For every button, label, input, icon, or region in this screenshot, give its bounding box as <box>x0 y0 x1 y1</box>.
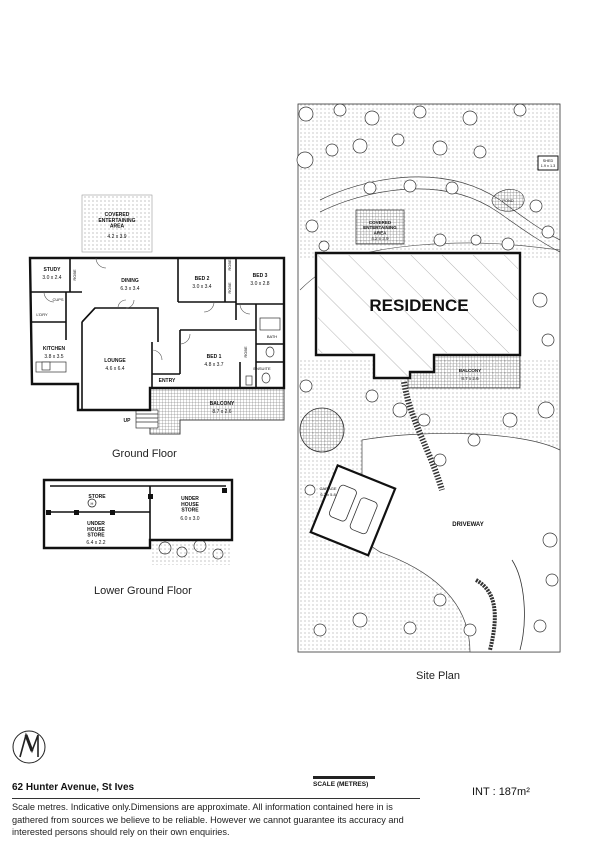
scale-label: SCALE (METRES) <box>313 781 369 788</box>
pond-label: POND <box>502 198 514 203</box>
site-covered-entertaining-area <box>355 209 405 245</box>
bed2-label: BED 2 <box>195 276 210 282</box>
site-balcony-label: BALCONY <box>459 368 481 373</box>
under-house-store-1-dim: 6.0 x 3.0 <box>180 516 199 522</box>
shed-dim: 1.9 x 1.3 <box>541 164 556 168</box>
property-address: 62 Hunter Avenue, St Ives <box>12 782 135 793</box>
dining-label: DINING <box>121 278 139 284</box>
balcony-dim: 8.7 x 2.6 <box>212 409 231 415</box>
stairs <box>135 409 159 429</box>
lower-ground-floor-caption: Lower Ground Floor <box>94 585 192 597</box>
garage-label: GARAGE <box>319 486 336 491</box>
lower-floor-outer-wall <box>42 478 234 550</box>
site-balcony-dim: 8.7 x 2.6 <box>461 376 479 381</box>
bed1-dim: 4.8 x 3.7 <box>204 362 223 368</box>
hot-water-label: H <box>91 501 94 506</box>
site-trees <box>296 103 559 637</box>
shed <box>537 155 559 171</box>
north-arrow-icon <box>12 730 46 764</box>
car-icon <box>329 484 357 522</box>
residence-label: RESIDENCE <box>369 296 468 315</box>
lower-floor-shrubs <box>158 539 224 560</box>
under-house-store-2-dim: 6.4 x 2.2 <box>86 540 105 546</box>
laundry-label: L'DRY <box>36 312 48 317</box>
entry-label: ENTRY <box>159 378 176 384</box>
kitchen-label: KITCHEN <box>43 346 66 352</box>
bed1-label: BED 1 <box>207 354 222 360</box>
ground-floor-outer-wall <box>28 256 286 412</box>
disclaimer-text: Scale metres. Indicative only.Dimensions… <box>12 802 404 837</box>
scale-bar <box>313 776 375 779</box>
ensuite-label: ENSUITE <box>253 366 271 371</box>
lounge-dim: 4.6 x 6.4 <box>105 366 124 372</box>
driveway-label: DRIVEWAY <box>452 522 483 528</box>
footer-divider <box>12 798 420 799</box>
lounge-label: LOUNGE <box>104 358 126 364</box>
robe-label-2: ROBE <box>227 259 232 271</box>
store-label: STORE <box>88 494 106 500</box>
cups-label: CUPS <box>52 297 63 302</box>
large-tree-icon <box>299 407 345 453</box>
shed-label: SHED <box>543 159 554 163</box>
door-swings <box>43 257 251 361</box>
covered-entertaining-area <box>81 194 153 253</box>
bed3-label: BED 3 <box>253 273 268 279</box>
balcony-label: BALCONY <box>210 401 235 407</box>
up-label: UP <box>124 418 132 424</box>
robe-label-1: ROBE <box>72 269 77 281</box>
study-dim: 3.0 x 2.4 <box>42 275 61 281</box>
fixtures <box>35 317 281 386</box>
car-icon <box>349 497 378 535</box>
internal-walls <box>30 258 284 410</box>
hot-water-icon <box>87 498 97 508</box>
garage-dim: 6.2 x 5.8 <box>320 492 336 497</box>
garage <box>309 463 397 557</box>
site-plan-caption: Site Plan <box>416 670 461 682</box>
site-covered-area-dim: 4.2 x 3.9 <box>371 236 389 241</box>
kitchen-dim: 3.8 x 3.5 <box>44 354 63 360</box>
dining-dim: 6.3 x 3.4 <box>120 286 139 292</box>
bed3-dim: 3.0 x 2.8 <box>250 281 269 287</box>
robe-label-3: ROBE <box>227 282 232 294</box>
bath-label: BATH <box>267 334 277 339</box>
ground-floor-caption: Ground Floor <box>112 448 177 460</box>
driveway <box>361 433 561 653</box>
bed2-dim: 3.0 x 3.4 <box>192 284 211 290</box>
pond <box>491 189 525 212</box>
robe-label-4: ROBE <box>243 346 248 358</box>
study-label: STUDY <box>44 267 62 273</box>
internal-area: INT : 187m² <box>472 786 530 798</box>
covered-area-dim: 4.2 x 3.9 <box>107 234 126 240</box>
